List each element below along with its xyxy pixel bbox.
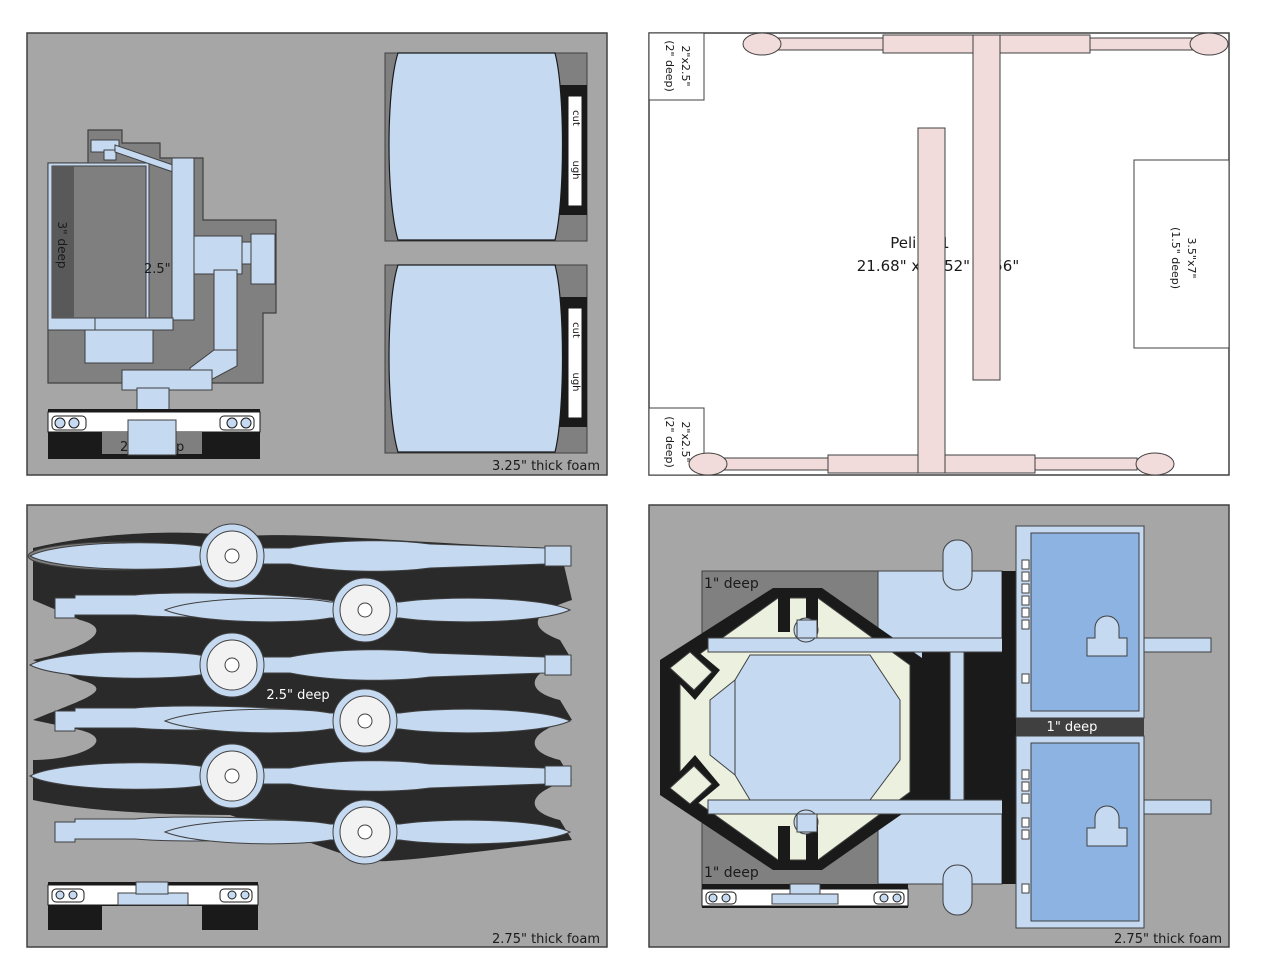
battery-label-cut: cut [570,322,581,338]
propeller-row-3 [28,632,572,698]
propeller-row-4 [54,688,572,754]
arm-rod-bottom [688,127,1175,476]
pocket-size-label: 2"x2.5" [679,421,692,462]
depth-label-bottom: 1" deep [704,865,759,881]
depth-label-screen: 1" deep [1047,720,1098,735]
depth-label-3in: 3" deep [55,222,69,269]
pocket-right [1133,159,1230,349]
pocket-size-label: 3.5"x7" [1185,237,1198,278]
foam-thickness-label: 2.75" thick foam [1114,932,1222,947]
pocket-depth-label: (2" deep) [663,416,676,468]
propeller-row-5 [28,743,572,809]
pocket-top-left [648,32,705,101]
battery-pocket-upper: cut ugh [384,52,588,242]
battery-label-cut: cut [570,110,581,126]
propeller-row-2 [54,577,572,643]
foam-thickness-label: 2.75" thick foam [492,932,600,947]
screen-lower [1015,735,1145,929]
panel-bottom-left: 2.5" deep [26,504,608,948]
depth-label-p: p [176,440,184,455]
panel-top-right: 2"x2.5" (2" deep) 2"x2.5" (2" deep) 3.5"… [648,32,1230,476]
propeller-row-1 [27,523,572,589]
arm-rod-top [742,32,1229,381]
pocket-depth-label: (1.5" deep) [1169,227,1182,289]
battery-pocket-lower: cut ugh [384,264,588,454]
battery-label-ugh: ugh [570,372,581,391]
base-plate-bottom-left [47,881,259,930]
depth-label-top: 1" deep [704,576,759,592]
screen-upper [1015,525,1145,719]
base-plate-bottom-right [701,883,909,908]
drone-body [660,588,1212,870]
propeller-row-6 [54,799,572,865]
panel-bottom-right: 1" deep 1" deep [648,504,1230,948]
foam-thickness-label: 3.25" thick foam [492,459,600,474]
panel-top-left: 3" deep 2.5" 2 p [26,32,608,476]
depth-label-2-5in: 2.5" deep [266,688,329,703]
pocket-size-label: 2"x2.5" [679,45,692,86]
depth-label-2: 2 [120,440,128,455]
battery-label-ugh: ugh [570,160,581,179]
depth-label-2-5in: 2.5" [144,262,171,277]
pocket-depth-label: (2" deep) [663,40,676,92]
